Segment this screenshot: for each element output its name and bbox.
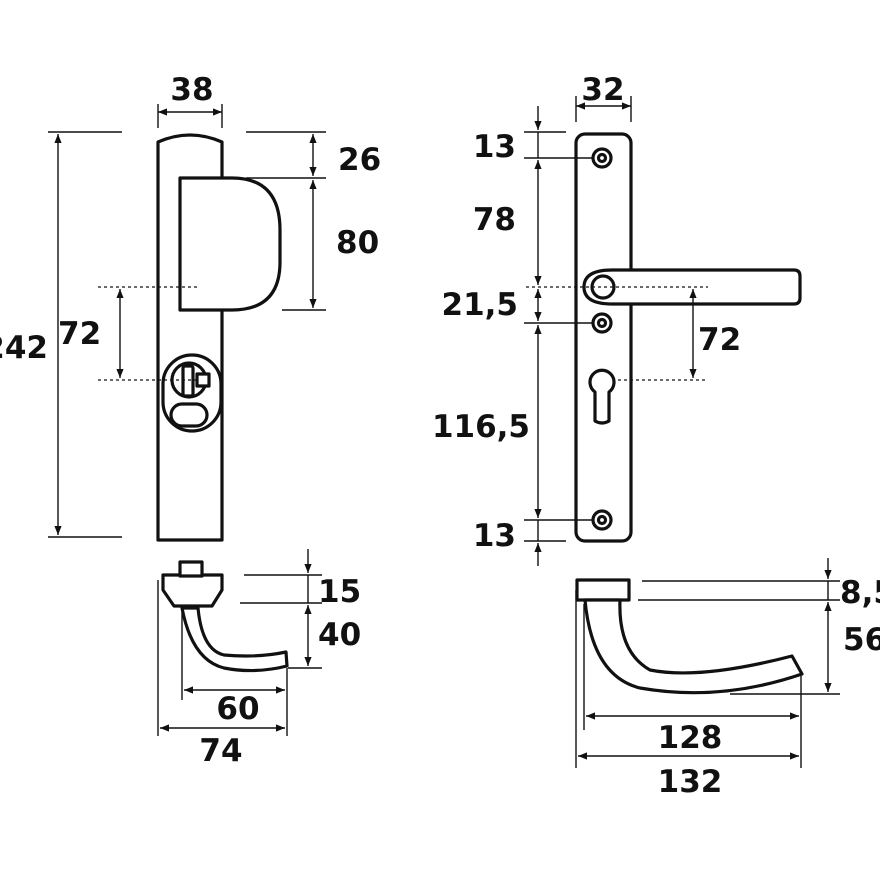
right-side-lever <box>583 598 804 695</box>
left-total-height-label: 242 <box>0 330 48 366</box>
screw-bottom-icon <box>591 509 613 531</box>
right-lower-spacing-label: 116,5 <box>432 409 530 445</box>
left-side-lever <box>180 606 289 673</box>
right-front-view: 32 13 78 21,5 116,5 13 72 <box>432 72 802 566</box>
right-handle-drop-label: 56 <box>843 622 880 658</box>
left-pull-plate <box>178 176 282 312</box>
left-front-view: 38 242 26 80 72 <box>0 72 381 542</box>
right-side-rose <box>575 578 631 602</box>
right-backplate <box>574 132 633 543</box>
left-center-distance-label: 72 <box>58 316 101 352</box>
right-center-distance-label: 72 <box>698 322 741 358</box>
left-side-rose <box>161 573 224 608</box>
right-upper-spacing-label: 78 <box>473 202 516 238</box>
right-width-label: 32 <box>581 72 624 108</box>
right-lever-handle <box>582 268 802 306</box>
left-side-view: 15 40 60 74 <box>157 549 361 769</box>
right-bottom-screw-offset-label: 13 <box>473 518 516 554</box>
keyhole-icon <box>588 368 616 425</box>
right-projection-outer-label: 132 <box>658 764 723 800</box>
left-cylinder-cover <box>161 353 223 433</box>
left-projection-inner-label: 60 <box>216 691 259 727</box>
screw-top-icon <box>591 147 613 169</box>
screw-middle-icon <box>591 312 613 334</box>
left-projection-outer-label: 74 <box>199 733 242 769</box>
right-side-view: 8,5 56 128 132 <box>575 558 880 800</box>
left-top-offset-label: 26 <box>338 142 381 178</box>
left-plate-height-label: 80 <box>336 225 379 261</box>
left-handle-drop-label: 40 <box>318 617 361 653</box>
left-width-label: 38 <box>170 72 213 108</box>
left-rose-height-label: 15 <box>318 574 361 610</box>
right-handle-to-screw-label: 21,5 <box>442 287 519 323</box>
right-projection-inner-label: 128 <box>658 720 723 756</box>
right-rose-height-label: 8,5 <box>840 575 880 611</box>
right-top-screw-offset-label: 13 <box>473 129 516 165</box>
